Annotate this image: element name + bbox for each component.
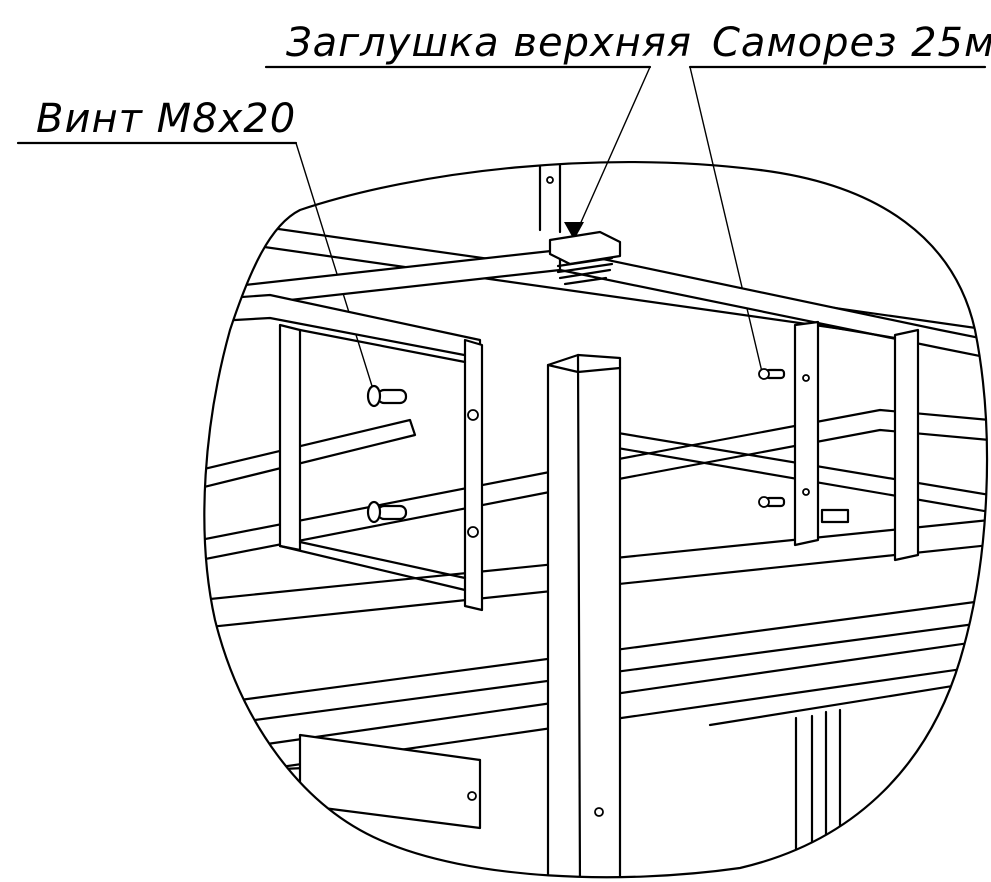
detail-view-outline — [203, 161, 989, 879]
callout-top-cap-arrowhead — [564, 222, 584, 240]
bolt-m8x20-lower — [366, 500, 408, 524]
bottom-posts — [708, 678, 988, 878]
callout-screw: Винт М8х20 — [16, 96, 373, 387]
callout-self-tapping-screw: Саморез 25мм — [688, 20, 991, 373]
main-upright-post — [546, 353, 622, 878]
callout-top-cap: Заглушка верхняя — [264, 20, 692, 240]
self-tapping-screw-lower — [758, 496, 786, 508]
detail-view — [204, 162, 988, 878]
callout-top-cap-leader — [573, 66, 651, 239]
callout-top-cap-label: Заглушка верхняя — [286, 20, 692, 66]
callout-self-tapping-screw-label: Саморез 25мм — [712, 20, 991, 66]
bottom-shelf — [204, 518, 988, 830]
right-side-frame — [793, 320, 920, 562]
callout-self-tapping-screw-leader — [689, 66, 763, 373]
top-cap-plug — [548, 230, 622, 286]
callout-screw-leader — [295, 142, 373, 387]
callout-screw-label: Винт М8х20 — [36, 96, 296, 142]
left-bracket-frame — [204, 293, 484, 612]
bolt-m8x20-upper — [366, 384, 408, 408]
self-tapping-screw-upper — [758, 368, 786, 380]
